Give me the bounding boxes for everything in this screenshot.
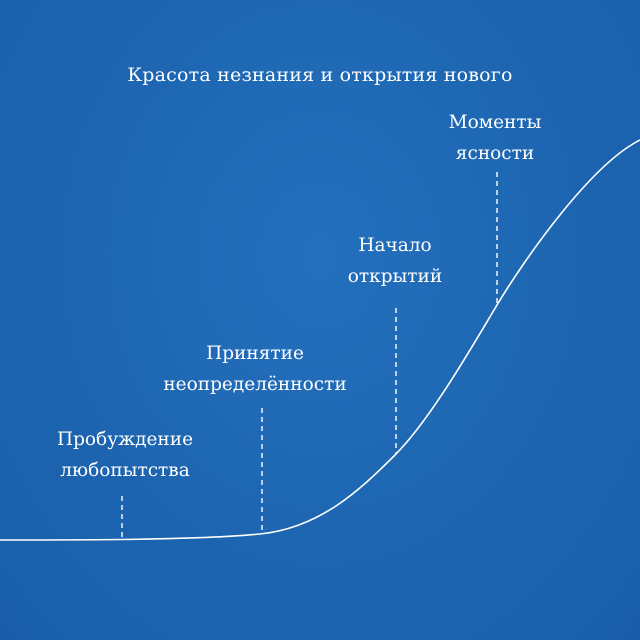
- stage-label-accepting-uncertainty: Принятие неопределённости: [163, 343, 347, 395]
- growth-curve: [0, 139, 640, 541]
- stage-label-start-of-discoveries: Начало открытий: [347, 235, 443, 287]
- stage-label-moments-of-clarity: Моменты ясности: [448, 112, 542, 164]
- diagram-title: Красота незнания и открытия нового: [127, 64, 513, 86]
- stage-label-curiosity-awakening: Пробуждение любопытства: [56, 429, 194, 481]
